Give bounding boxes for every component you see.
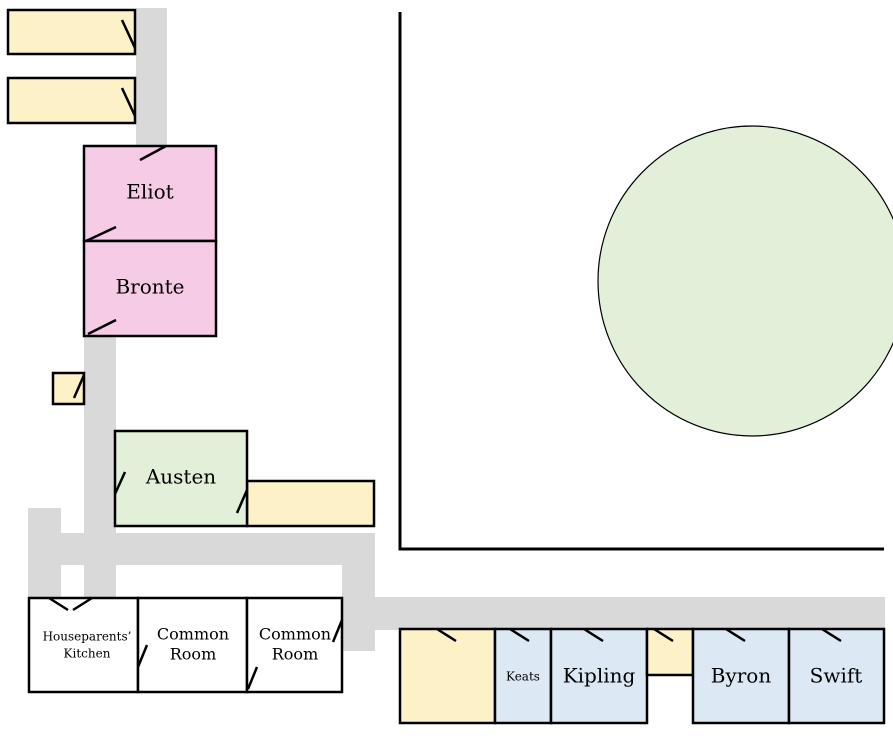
door-marker [72, 596, 93, 612]
label-common-room-b-line1: Common [259, 625, 331, 644]
room-bronte[interactable] [82, 239, 218, 338]
walkway-north [136, 8, 167, 148]
courtyard [398, 12, 893, 551]
service-room-top[interactable] [6, 8, 137, 56]
label-eliot: Eliot [126, 180, 173, 204]
door-marker [87, 318, 117, 336]
door-marker [725, 627, 746, 643]
walkway-connector [342, 533, 375, 651]
room-austen[interactable] [113, 429, 249, 528]
walkways [28, 8, 885, 651]
door-marker [85, 225, 117, 243]
door-marker [72, 374, 86, 399]
room-kipling[interactable] [549, 627, 649, 725]
door-marker [48, 596, 69, 612]
door-marker [583, 627, 604, 643]
service-rooms [6, 8, 376, 528]
door-marker [331, 619, 344, 643]
label-houseparents-kitchen-line1: Houseparents’ [43, 630, 132, 644]
door-marker [120, 87, 137, 117]
walkway-stub [28, 508, 61, 600]
door-marker [509, 627, 530, 643]
door-marker [246, 666, 259, 690]
label-austen: Austen [145, 465, 216, 489]
lawn [597, 125, 893, 437]
label-common-room-b-line2: Room [272, 645, 318, 664]
door-marker [235, 489, 249, 514]
service-room-south-middle[interactable] [645, 627, 695, 677]
door-marker [436, 627, 457, 643]
room-common-room-b[interactable] [245, 596, 344, 694]
door-marker [136, 644, 149, 668]
walkway-horizontal [28, 533, 375, 565]
service-room-second[interactable] [6, 76, 137, 125]
service-room-south-west[interactable] [398, 627, 497, 725]
room-common-room-a[interactable] [136, 596, 249, 694]
door-marker [113, 471, 127, 495]
room-eliot[interactable] [82, 144, 218, 243]
label-common-room-a-line2: Room [170, 645, 216, 664]
door-marker [139, 144, 167, 162]
room-byron[interactable] [691, 627, 791, 725]
room-swift[interactable] [787, 627, 886, 725]
building-common-block: Houseparents’ Kitchen Common Room Common… [27, 596, 344, 694]
room-houseparents-kitchen[interactable] [27, 596, 140, 694]
label-byron: Byron [711, 664, 772, 688]
door-marker [821, 627, 842, 643]
label-houseparents-kitchen-line2: Kitchen [64, 647, 111, 661]
building-austen: Austen [113, 429, 249, 528]
label-kipling: Kipling [563, 664, 636, 688]
courtyard-wall [398, 12, 884, 551]
room-keats[interactable] [493, 627, 553, 725]
door-marker [653, 627, 674, 643]
label-keats: Keats [506, 670, 540, 684]
label-swift: Swift [810, 664, 863, 688]
door-marker [120, 19, 137, 49]
building-south-row: Keats Kipling Byron Swift [398, 627, 886, 725]
building-eliot-bronte: Eliot Bronte [82, 144, 218, 338]
walkway-east [342, 597, 885, 630]
label-bronte: Bronte [115, 275, 184, 299]
service-room-austen-annex[interactable] [245, 479, 376, 528]
label-common-room-a-line1: Common [157, 625, 229, 644]
